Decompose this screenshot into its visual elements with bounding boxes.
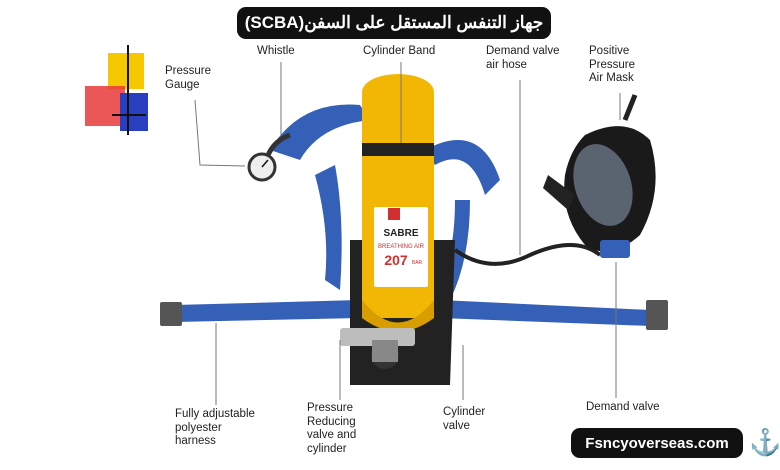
anchor-icon: ⚓ <box>749 427 780 457</box>
label-whistle: Whistle <box>257 45 295 57</box>
cylinder-valve-assembly <box>340 328 415 369</box>
page-title: جهاز التنفس المستقل على السفن(SCBA) <box>237 7 551 39</box>
waist-belt <box>160 300 668 330</box>
brand-site: Fsncyoverseas.com <box>571 428 743 458</box>
label-harness: Fully adjustable polyester harness <box>175 408 255 447</box>
cylinder-line1: BREATHING AIR <box>378 244 425 250</box>
cylinder-number: 207 <box>384 252 408 268</box>
cylinder-unit: BAR <box>412 260 423 266</box>
label-demand-valve-hose: Demand valve air hose <box>486 45 560 71</box>
label-cylinder-valve: Cylinder valve <box>443 406 486 432</box>
cylinder-brand: SABRE <box>383 228 418 239</box>
leader-lines <box>194 62 621 405</box>
air-mask <box>543 94 656 258</box>
logo-mark <box>85 45 148 135</box>
air-cylinder <box>362 74 434 332</box>
label-cylinder-band: Cylinder Band <box>363 45 436 57</box>
label-pressure-gauge: Pressure Gauge <box>165 65 212 91</box>
demand-hose <box>453 243 602 266</box>
label-pressure-reducing: Pressure Reducing valve and cylinder <box>307 402 357 455</box>
label-positive-pressure-mask: Positive Pressure Air Mask <box>589 45 636 84</box>
label-demand-valve: Demand valve <box>586 401 660 413</box>
pressure-gauge <box>247 132 291 182</box>
